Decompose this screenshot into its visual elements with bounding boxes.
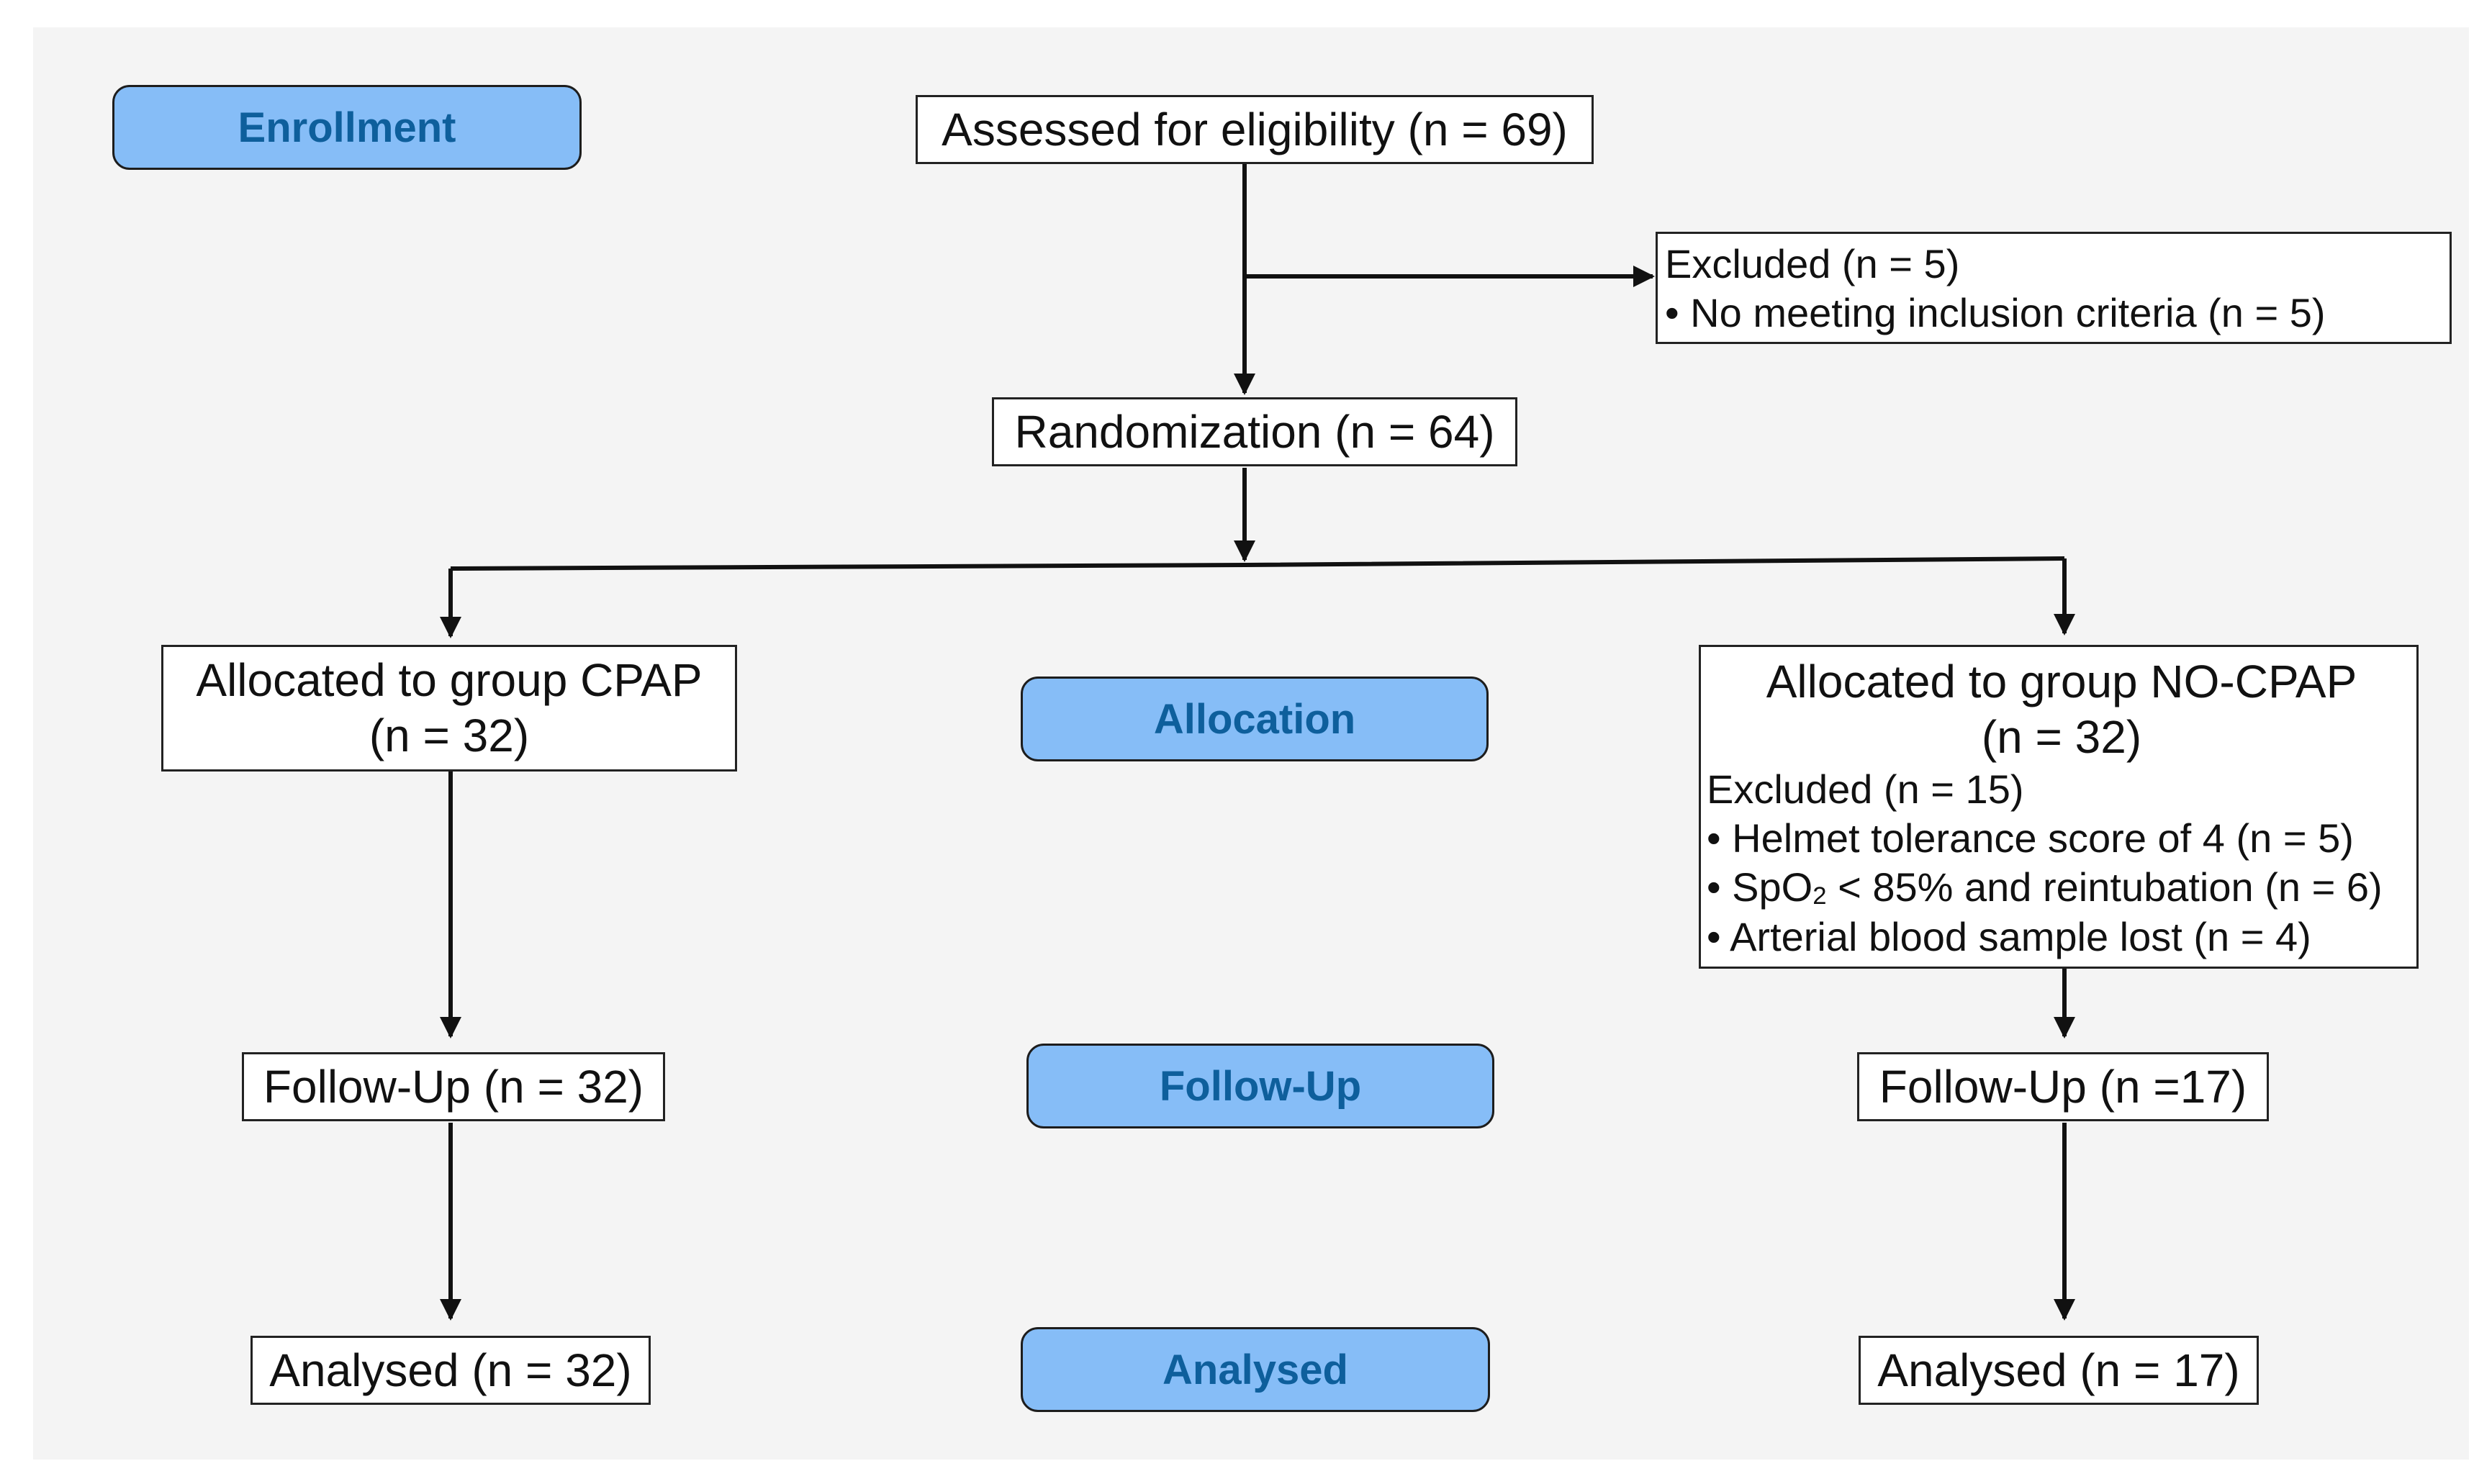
stage-follow-up: Follow-Up: [1026, 1044, 1494, 1128]
assessed-box: Assessed for eligibility (n = 69): [916, 95, 1594, 164]
followup-nocpap-label: Follow-Up (n =17): [1879, 1060, 2247, 1113]
analysed-nocpap-label: Analysed (n = 17): [1877, 1344, 2240, 1396]
nocpap-allocation-line1: Allocated to group NO-CPAP: [1766, 656, 2357, 707]
stage-analysed-label: Analysed: [1163, 1346, 1348, 1393]
analysed-nocpap-box: Analysed (n = 17): [1859, 1336, 2259, 1405]
nocpap-excluded-item-spo2: SpO2 < 85% and reintubation (n = 6): [1707, 863, 2416, 912]
stage-enrollment-label: Enrollment: [238, 104, 456, 151]
stage-allocation-label: Allocation: [1153, 695, 1356, 743]
followup-cpap-label: Follow-Up (n = 32): [263, 1060, 644, 1113]
nocpap-allocation-box: Allocated to group NO-CPAP (n = 32) Excl…: [1699, 645, 2419, 969]
randomization-box: Randomization (n = 64): [992, 397, 1517, 466]
assessed-label: Assessed for eligibility (n = 69): [942, 103, 1568, 155]
cpap-allocation-line1: Allocated to group CPAP: [196, 654, 703, 707]
nocpap-excluded-item-blood: Arterial blood sample lost (n = 4): [1707, 913, 2416, 962]
excluded-box: Excluded (n = 5) No meeting inclusion cr…: [1656, 232, 2452, 344]
randomization-label: Randomization (n = 64): [1014, 405, 1495, 458]
cpap-allocation-box: Allocated to group CPAP (n = 32): [161, 645, 737, 772]
followup-nocpap-box: Follow-Up (n =17): [1857, 1052, 2269, 1121]
nocpap-excluded-title: Excluded (n = 15): [1707, 766, 2024, 812]
cpap-allocation-line2: (n = 32): [369, 710, 530, 761]
analysed-cpap-label: Analysed (n = 32): [269, 1344, 632, 1396]
analysed-cpap-box: Analysed (n = 32): [250, 1336, 651, 1405]
stage-analysed: Analysed: [1021, 1327, 1490, 1412]
followup-cpap-box: Follow-Up (n = 32): [242, 1052, 665, 1121]
excluded-item: No meeting inclusion criteria (n = 5): [1665, 289, 2450, 338]
nocpap-excluded-item-helmet: Helmet tolerance score of 4 (n = 5): [1707, 814, 2416, 863]
excluded-title: Excluded (n = 5): [1665, 241, 1960, 286]
stage-allocation: Allocation: [1021, 677, 1489, 761]
stage-follow-up-label: Follow-Up: [1159, 1062, 1362, 1110]
stage-enrollment: Enrollment: [112, 85, 582, 170]
nocpap-allocation-line2: (n = 32): [1981, 710, 2142, 763]
